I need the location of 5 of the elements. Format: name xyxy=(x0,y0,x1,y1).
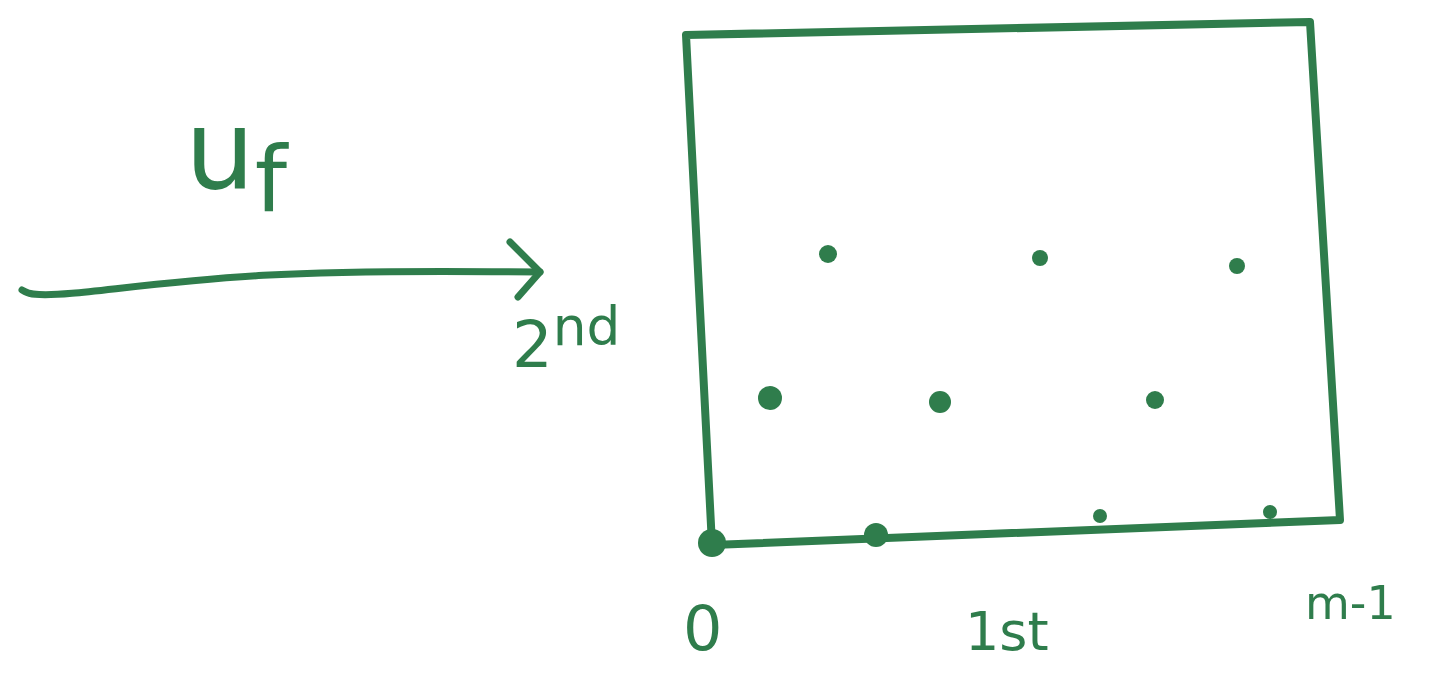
index-label: 0 xyxy=(683,598,723,660)
axis-label: 2$^{nd}$ xyxy=(512,300,621,378)
velocity-label: u$_{f}$ xyxy=(185,95,287,226)
axis-label: 1st xyxy=(965,605,1049,659)
index-label: m-1 xyxy=(1305,580,1396,626)
